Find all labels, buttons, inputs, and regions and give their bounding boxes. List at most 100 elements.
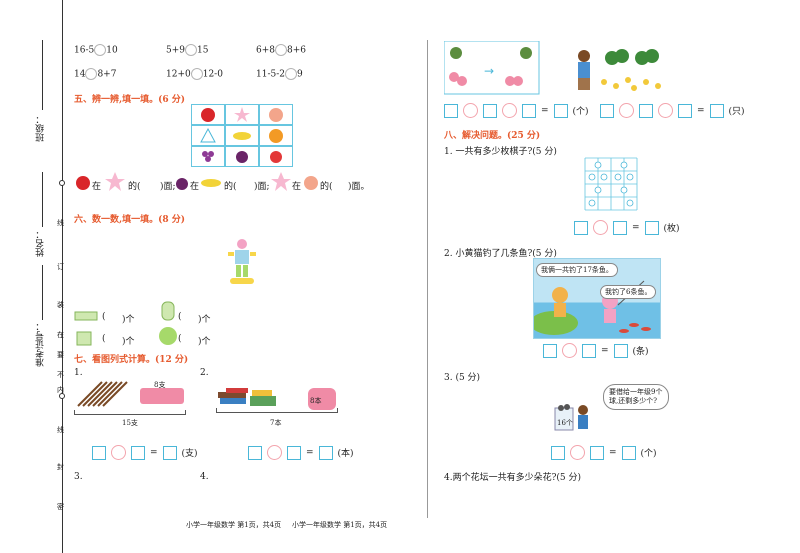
answer-box[interactable]	[483, 103, 497, 118]
answer-box[interactable]	[574, 220, 588, 235]
seal-char: 线	[57, 426, 64, 434]
class-underline	[42, 40, 43, 110]
backpack-tag: 8本	[310, 397, 322, 405]
answer-box[interactable]	[590, 445, 604, 460]
top-equation-2: = (只)	[600, 103, 745, 118]
seal-char: 在	[57, 331, 64, 339]
compare-circle[interactable]	[185, 44, 197, 56]
ball-box-picture	[554, 404, 588, 431]
footer-right: 小学一年级数学 第1页，共4页	[292, 521, 388, 529]
banana-icon	[201, 179, 221, 187]
compare-circle[interactable]	[85, 68, 98, 80]
speech-bubble-1: 我俩一共钓了17条鱼。	[536, 263, 618, 277]
compare-circle[interactable]	[275, 44, 287, 56]
answer-box[interactable]	[444, 103, 458, 118]
answer-box[interactable]	[248, 445, 262, 460]
answer-box[interactable]	[613, 343, 628, 358]
section8-title: 八、解决问题。(25 分)	[444, 131, 541, 141]
count-row: ( )个 ( )个 ( )个 ( )个	[74, 301, 234, 350]
compare-circle[interactable]	[94, 44, 107, 56]
seal-char: 封	[57, 463, 64, 471]
balls-picture: →	[444, 41, 540, 95]
strawberry-icon	[270, 151, 282, 163]
q4-number: 4.	[200, 472, 209, 482]
q2-total: 7本	[270, 419, 282, 427]
sec8-q1-equation: = (枚)	[574, 220, 680, 235]
peach-icon	[304, 176, 318, 190]
answer-box[interactable]	[522, 103, 536, 118]
operator-circle[interactable]	[502, 103, 517, 118]
operator-circle[interactable]	[463, 103, 478, 118]
robot-figure	[228, 239, 256, 284]
q2-number: 2.	[200, 368, 209, 378]
answer-box[interactable]	[582, 343, 596, 358]
name-underline	[42, 172, 43, 227]
svg-text:→: →	[484, 64, 494, 78]
brace-line	[74, 410, 186, 415]
name-label: 姓名：	[36, 230, 46, 257]
answer-box[interactable]	[162, 445, 177, 460]
answer-box[interactable]	[318, 445, 333, 460]
star-icon	[271, 172, 291, 191]
speech-bubble-2: 我钓了6条鱼。	[600, 285, 657, 299]
banana-icon	[233, 132, 251, 140]
books-image	[218, 388, 336, 410]
section6-title: 六、数一数,填一填。(8 分)	[74, 215, 186, 225]
cube-icon	[76, 331, 92, 346]
class-label: 班级：	[36, 115, 46, 142]
ball-box-label: 16个	[557, 419, 573, 427]
sec8-q4: 4.两个花坛一共有多少朵花?(5 分)	[444, 473, 582, 483]
binding-hole	[59, 180, 65, 186]
footer-left: 小学一年级数学 第1页，共4页	[186, 521, 282, 529]
triangle-icon	[200, 127, 216, 143]
seal-char: 要	[57, 351, 64, 359]
exam-no-label: 准考证号：	[36, 322, 46, 367]
compare-circle[interactable]	[190, 68, 203, 80]
brace-line	[216, 408, 338, 413]
eggplant-icon	[236, 151, 248, 163]
orange-icon	[269, 129, 283, 143]
seal-char: 订	[57, 263, 64, 271]
apple-icon	[76, 176, 90, 190]
operator-circle[interactable]	[658, 103, 673, 118]
star-icon	[234, 107, 250, 122]
compare-circle[interactable]	[285, 68, 297, 80]
binding-hole	[59, 393, 65, 399]
operator-circle[interactable]	[619, 103, 634, 118]
binding-line	[62, 0, 63, 553]
answer-box[interactable]	[678, 103, 692, 118]
operator-circle[interactable]	[267, 445, 282, 460]
q1-number: 1.	[74, 368, 83, 378]
answer-box[interactable]	[639, 103, 653, 118]
seal-char: 线	[57, 219, 64, 227]
operator-circle[interactable]	[562, 343, 577, 358]
q3-speech-bubble: 要借给一年级9个球,还剩多少个?	[603, 384, 669, 411]
answer-box[interactable]	[287, 445, 301, 460]
sec8-q3-equation: = (个)	[551, 445, 657, 460]
answer-box[interactable]	[131, 445, 145, 460]
sec8-q2: 2. 小黄猫钓了几条鱼?(5 分)	[444, 249, 557, 259]
seal-char: 密	[57, 503, 64, 511]
operator-circle[interactable]	[111, 445, 126, 460]
sec8-q1: 1. 一共有多少枚棋子?(5 分)	[444, 147, 557, 157]
answer-box[interactable]	[613, 220, 627, 235]
answer-box[interactable]	[600, 103, 614, 118]
chess-board	[584, 157, 638, 211]
operator-circle[interactable]	[570, 445, 585, 460]
answer-box[interactable]	[644, 220, 659, 235]
answer-box[interactable]	[553, 103, 568, 118]
answer-box[interactable]	[543, 343, 557, 358]
section5-title: 五、辨一辨,填一填。(6 分)	[74, 95, 186, 105]
q1-equation: = (支)	[92, 445, 198, 460]
answer-box[interactable]	[551, 445, 565, 460]
exam-no-underline	[42, 265, 43, 320]
section5-question: 在 的( )面; 在 的( )面; 在 的( )面。	[74, 172, 374, 192]
operator-circle[interactable]	[593, 220, 608, 235]
sec8-q3: 3. (5 分)	[444, 373, 481, 383]
peach-icon	[269, 108, 283, 122]
grapes-icon	[202, 151, 214, 162]
answer-box[interactable]	[621, 445, 636, 460]
sec8-q2-equation: = (条)	[543, 343, 649, 358]
answer-box[interactable]	[709, 103, 724, 118]
answer-box[interactable]	[92, 445, 106, 460]
